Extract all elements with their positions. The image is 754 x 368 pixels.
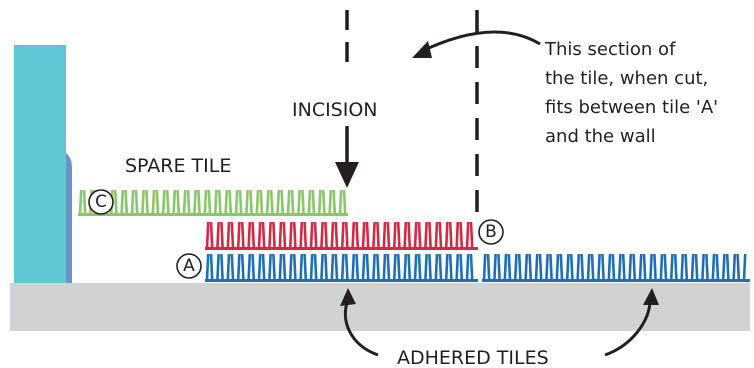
marker-b-circle xyxy=(478,219,504,245)
marker-b-label: B xyxy=(485,222,497,242)
adhered-tile-a xyxy=(205,253,478,282)
adhered-arrow-left xyxy=(343,299,379,357)
annotation-line-2: the tile, when cut, xyxy=(545,68,708,89)
incision-label: INCISION xyxy=(292,99,378,121)
adhered-tiles-label: ADHERED TILES xyxy=(397,347,549,368)
section-pointer-arrowhead xyxy=(412,41,432,58)
wall xyxy=(14,45,66,283)
adhered-tile-2 xyxy=(482,253,750,282)
adhered-arrow-right xyxy=(604,299,652,357)
spare-tile-c xyxy=(78,189,348,216)
floor xyxy=(10,283,750,331)
section-pointer-arrow xyxy=(419,30,541,54)
marker-a-circle xyxy=(176,253,202,279)
incision-arrow-head xyxy=(335,162,359,188)
annotation-line-4: and the wall xyxy=(545,126,656,147)
adhered-arrow-right-head xyxy=(643,288,659,305)
adhered-arrow-left-head xyxy=(340,288,356,306)
marker-c-label: C xyxy=(95,192,107,212)
annotation-line-1: This section of xyxy=(544,39,676,60)
annotation-line-3: fits between tile 'A' xyxy=(545,97,718,118)
tile-b xyxy=(205,221,478,250)
spare-tile-label: SPARE TILE xyxy=(125,155,231,177)
marker-c-circle xyxy=(88,189,114,215)
marker-a-label: A xyxy=(183,256,195,276)
